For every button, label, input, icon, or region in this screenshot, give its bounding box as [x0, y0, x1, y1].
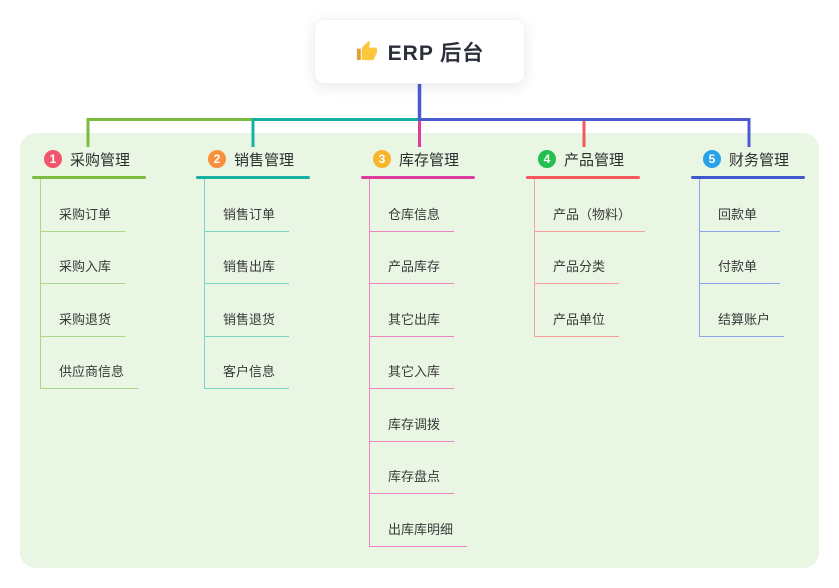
child-topic-label: 产品分类	[553, 259, 606, 274]
branch-children: 回款单付款单结算账户	[699, 179, 785, 337]
child-topic-label: 库存盘点	[388, 469, 441, 484]
branch-财务管理: 5 财务管理 回款单付款单结算账户	[691, 148, 805, 337]
child-topic-label: 销售订单	[223, 206, 276, 222]
branch-underline	[526, 176, 640, 179]
branch-children: 产品（物料） 产品分类产品单位	[534, 179, 646, 337]
child-topic[interactable]: 结算账户	[700, 284, 785, 337]
child-topic-label: 采购订单	[59, 206, 112, 222]
child-topic[interactable]: 销售出库	[205, 232, 290, 284]
child-topic[interactable]: 采购入库	[41, 232, 126, 284]
child-topic-label: 仓库信息	[388, 206, 441, 222]
branch-label: 库存管理	[399, 151, 460, 169]
branch-header[interactable]: 2 销售管理	[208, 148, 310, 170]
branch-number-badge: 4	[538, 150, 556, 168]
branch-underline	[361, 176, 475, 179]
child-topic[interactable]: 采购退货	[41, 284, 126, 337]
branch-children: 销售订单销售出库销售退货客户信息	[204, 179, 290, 389]
child-topic-label: 销售出库	[223, 259, 276, 274]
root-label: ERP 后台	[387, 41, 485, 65]
child-topic-label: 出库库明细	[388, 521, 454, 537]
child-topic[interactable]: 仓库信息	[370, 179, 455, 232]
child-topic[interactable]: 供应商信息	[41, 337, 139, 389]
child-topic-label: 付款单	[718, 259, 758, 274]
branch-label: 产品管理	[564, 151, 625, 169]
child-topic[interactable]: 产品单位	[535, 284, 620, 337]
branch-产品管理: 4 产品管理 产品（物料） 产品分类产品单位	[526, 148, 646, 337]
child-topic[interactable]: 库存盘点	[370, 442, 455, 494]
child-topic-label: 产品（物料）	[553, 206, 632, 222]
child-topic-label: 库存调拨	[388, 416, 441, 432]
child-topic[interactable]: 产品（物料）	[535, 179, 646, 232]
branch-number-badge: 1	[44, 150, 62, 168]
branch-销售管理: 2 销售管理 销售订单销售出库销售退货客户信息	[196, 148, 310, 389]
mindmap-panel	[20, 133, 819, 568]
branch-underline	[691, 176, 805, 179]
child-topic-label: 客户信息	[223, 364, 276, 379]
child-topic[interactable]: 付款单	[700, 232, 780, 284]
branch-header[interactable]: 5 财务管理	[703, 148, 805, 170]
child-topic-label: 产品库存	[388, 259, 441, 274]
branch-库存管理: 3 库存管理 仓库信息产品库存其它出库其它入库库存调拨库存盘点出库库明细	[361, 148, 475, 547]
child-topic-label: 采购退货	[59, 311, 112, 327]
child-topic[interactable]: 出库库明细	[370, 494, 468, 547]
branch-number-badge: 5	[703, 150, 721, 168]
child-topic-label: 销售退货	[223, 311, 276, 327]
child-topic[interactable]: 产品分类	[535, 232, 620, 284]
child-topic-label: 供应商信息	[59, 364, 125, 379]
branch-header[interactable]: 3 库存管理	[373, 148, 475, 170]
branch-header[interactable]: 1 采购管理	[44, 148, 146, 170]
branch-header[interactable]: 4 产品管理	[538, 148, 645, 170]
child-topic[interactable]: 其它入库	[370, 337, 455, 389]
child-topic[interactable]: 销售退货	[205, 284, 290, 337]
branch-label: 采购管理	[70, 151, 131, 169]
child-topic[interactable]: 产品库存	[370, 232, 455, 284]
child-topic[interactable]: 销售订单	[205, 179, 290, 232]
branch-label: 财务管理	[729, 151, 790, 169]
branch-label: 销售管理	[234, 151, 295, 169]
child-topic[interactable]: 库存调拨	[370, 389, 455, 442]
child-topic-label: 回款单	[718, 206, 758, 222]
child-topic[interactable]: 客户信息	[205, 337, 290, 389]
branch-children: 仓库信息产品库存其它出库其它入库库存调拨库存盘点出库库明细	[369, 179, 468, 547]
branch-number-badge: 3	[373, 150, 391, 168]
child-topic-label: 其它出库	[388, 311, 441, 327]
child-topic-label: 结算账户	[718, 311, 771, 327]
branch-children: 采购订单采购入库采购退货供应商信息	[40, 179, 139, 389]
child-topic[interactable]: 采购订单	[41, 179, 126, 232]
thumbs-up-icon	[355, 40, 378, 63]
branch-采购管理: 1 采购管理 采购订单采购入库采购退货供应商信息	[32, 148, 146, 389]
child-topic-label: 采购入库	[59, 259, 112, 274]
root-node[interactable]: ERP 后台	[314, 19, 525, 84]
branch-underline	[32, 176, 146, 179]
branch-underline	[196, 176, 310, 179]
child-topic-label: 其它入库	[388, 364, 441, 379]
child-topic[interactable]: 回款单	[700, 179, 780, 232]
child-topic-label: 产品单位	[553, 311, 606, 327]
child-topic[interactable]: 其它出库	[370, 284, 455, 337]
branch-number-badge: 2	[208, 150, 226, 168]
